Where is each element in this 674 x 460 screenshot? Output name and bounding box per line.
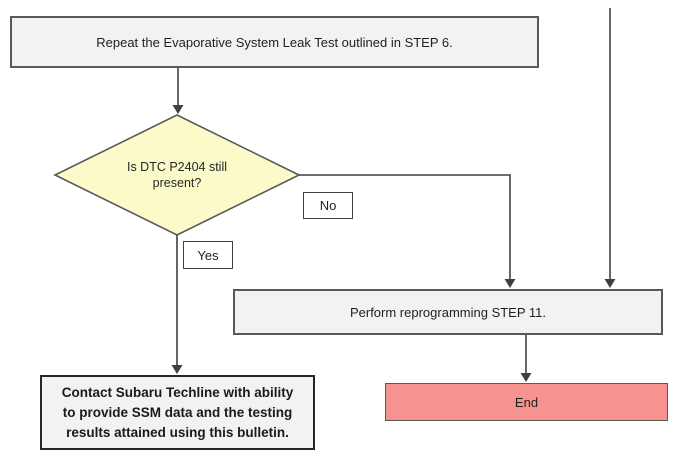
contact-line-3: results attained using this bulletin. [66, 424, 289, 440]
arrow-down-icon [520, 373, 532, 382]
arrow-down-icon [171, 365, 183, 374]
arrow-down-icon [504, 279, 516, 288]
flowchart-branch-no: No [303, 192, 353, 219]
flowchart-node-reprogram: Perform reprogramming STEP 11. [233, 289, 663, 335]
arrow-down-icon [172, 105, 184, 114]
no-branch-label: No [319, 198, 337, 213]
arrow-down-icon [604, 279, 616, 288]
repeat-test-label: Repeat the Evaporative System Leak Test … [96, 34, 453, 50]
connector-no-to-reprogram [299, 174, 516, 288]
connector-reprogram-to-end [520, 335, 532, 382]
flowchart-node-end: End [385, 383, 668, 421]
yes-branch-label: Yes [197, 247, 219, 263]
flowchart-node-decision: Is DTC P2404 still present? [112, 152, 242, 198]
flowchart-node-contact-techline: Contact Subaru Techline with ability to … [40, 375, 315, 450]
connector-repeat-to-decision [172, 68, 184, 114]
contact-line-1: Contact Subaru Techline with ability [61, 384, 294, 400]
flowchart-branch-yes: Yes [183, 241, 233, 269]
connector-yes-to-contact [171, 235, 183, 374]
end-label: End [514, 394, 539, 410]
connector-top-right-to-reprogram [604, 8, 616, 288]
decision-label: Is DTC P2404 still present? [126, 159, 228, 190]
contact-line-2: to provide SSM data and the testing [62, 404, 293, 420]
reprogram-label: Perform reprogramming STEP 11. [349, 304, 547, 320]
flowchart-node-repeat-test: Repeat the Evaporative System Leak Test … [10, 16, 539, 68]
